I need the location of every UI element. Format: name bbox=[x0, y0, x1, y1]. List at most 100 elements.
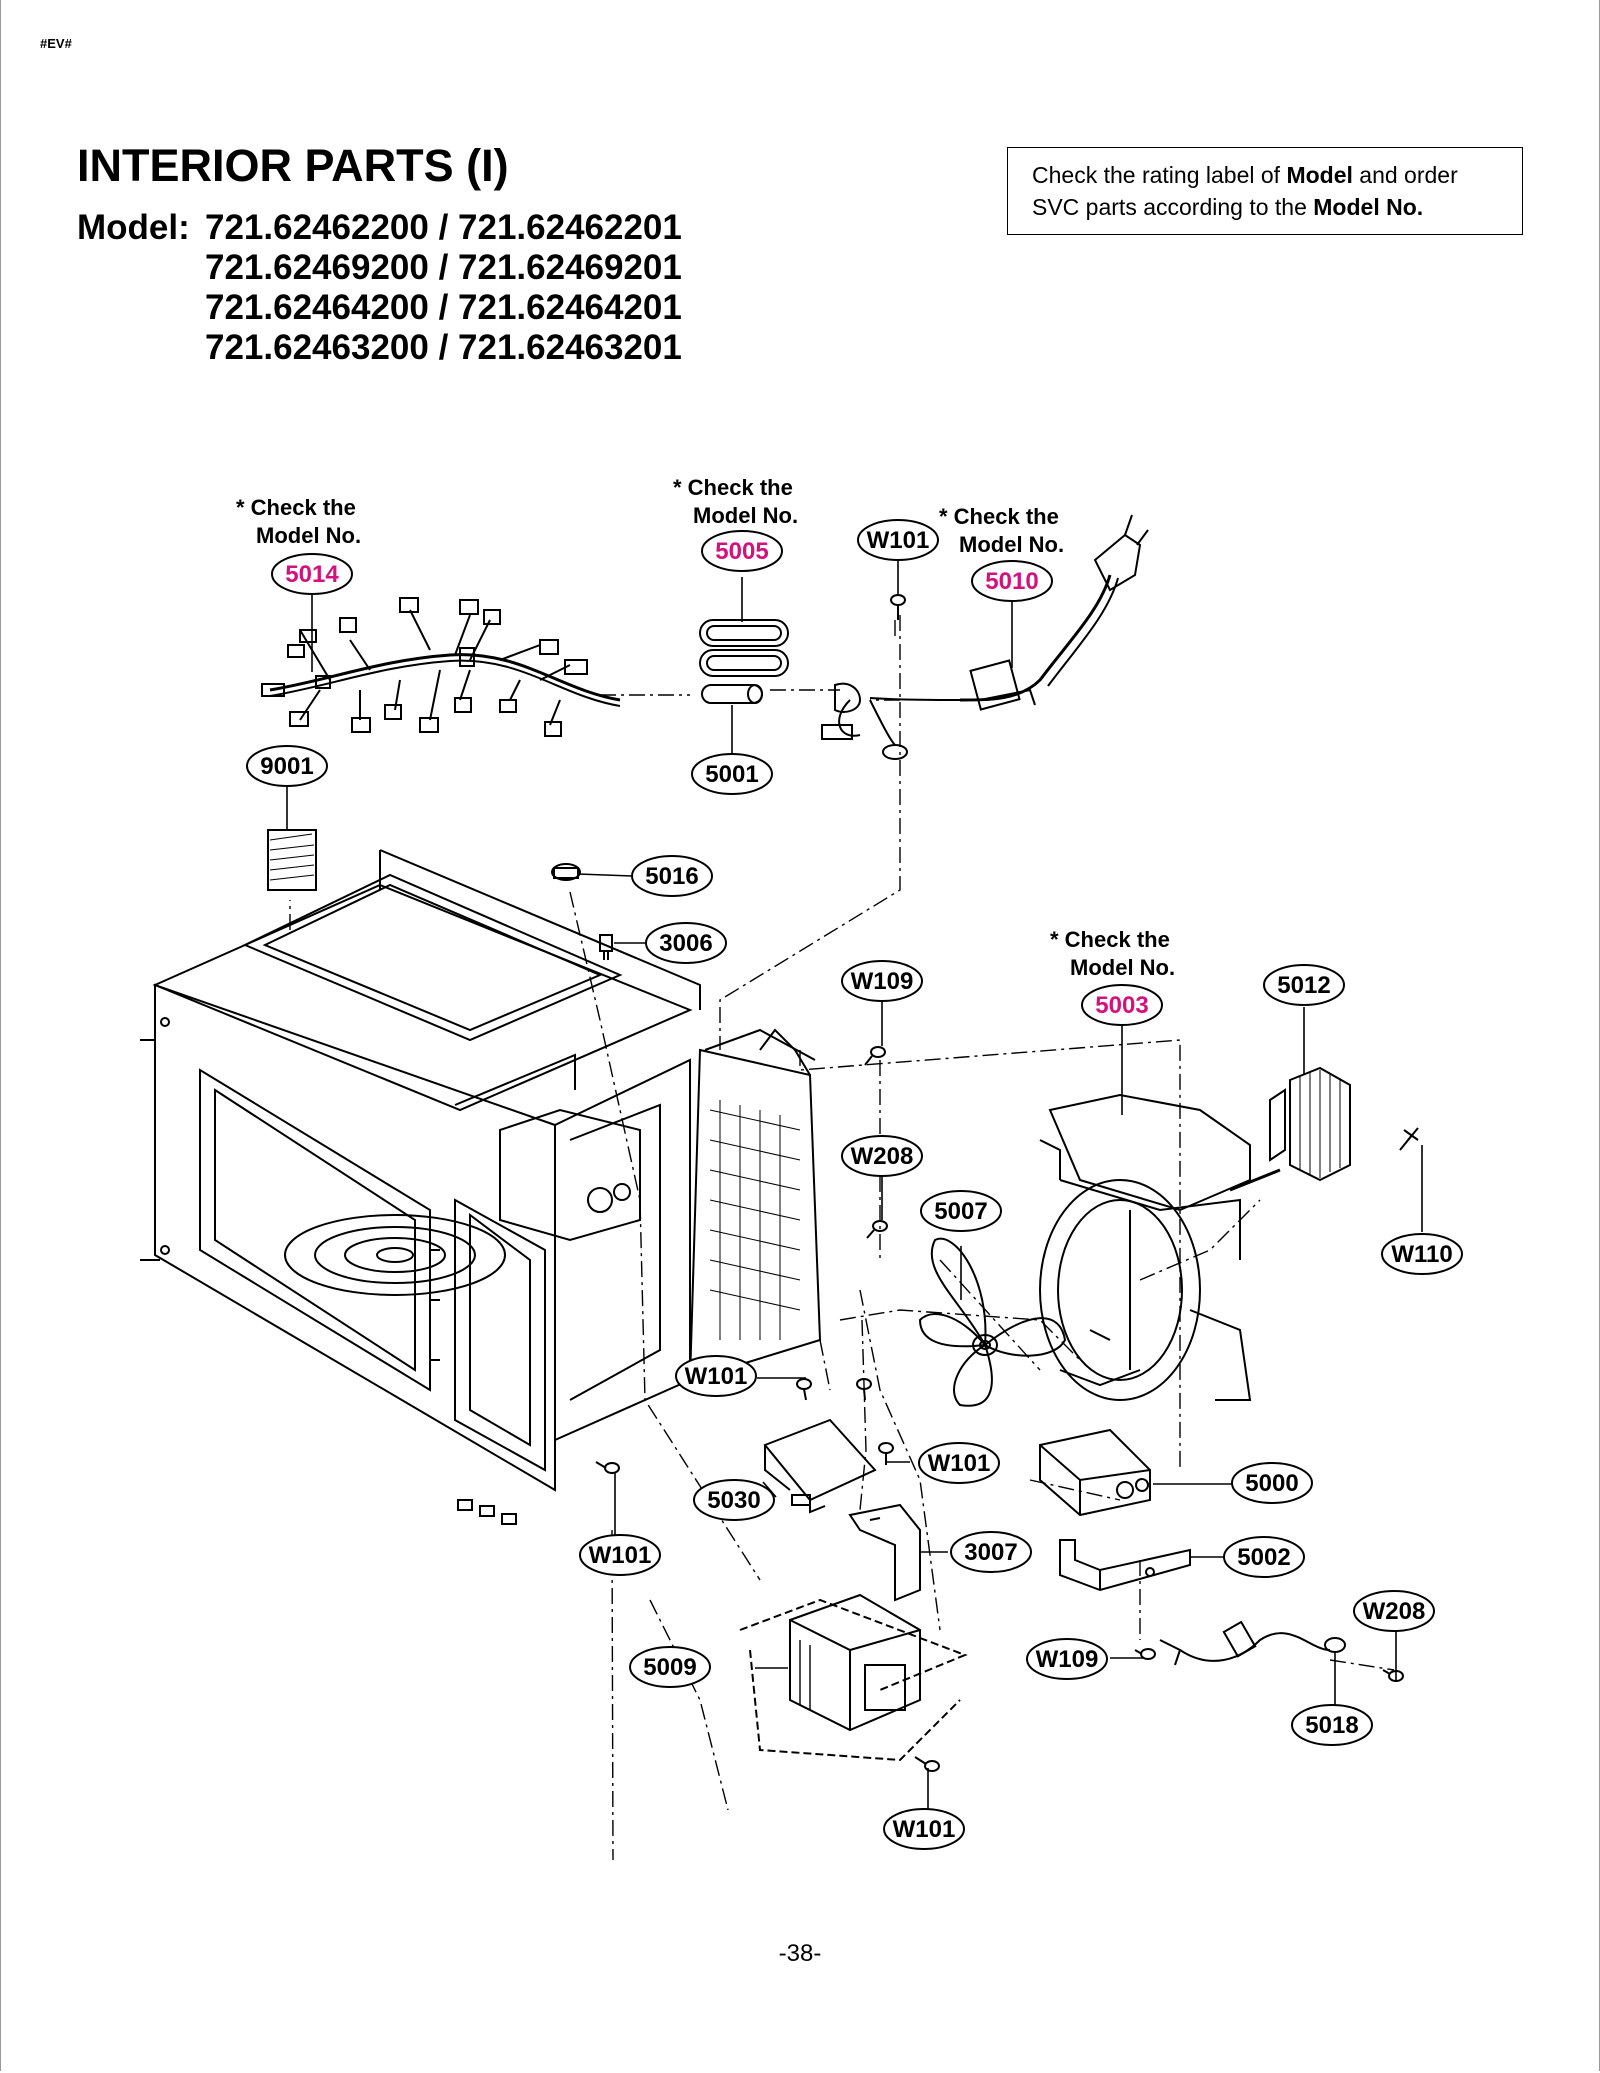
callout-5014: 5014 bbox=[285, 561, 339, 588]
bracket-3007 bbox=[848, 1503, 921, 1602]
callout-w109-a: W109 bbox=[851, 968, 914, 995]
model-line-3: 721.62464200 / 721.62464201 bbox=[205, 288, 682, 327]
note-text-1: Check the rating label of bbox=[1032, 162, 1287, 188]
screw-w109-b bbox=[1134, 1648, 1156, 1660]
screws bbox=[595, 594, 1404, 1772]
check-note-5003-line2: Model No. bbox=[1070, 955, 1175, 980]
check-note-5014-line2: Model No. bbox=[256, 523, 361, 548]
screw-w101-a1 bbox=[796, 1378, 812, 1401]
capacitor-bracket-5002 bbox=[1059, 1539, 1191, 1592]
callout-oval-3006 bbox=[645, 922, 727, 964]
callout-w101-d: W101 bbox=[893, 1816, 956, 1843]
callout-w101-b: W101 bbox=[928, 1450, 991, 1477]
note-text-2: and order bbox=[1352, 162, 1458, 188]
callout-oval-w208-a bbox=[841, 1135, 923, 1177]
vent-panel bbox=[688, 1028, 822, 1382]
screw-w101-d bbox=[914, 1756, 940, 1772]
magnetron-5009 bbox=[739, 1593, 968, 1762]
callout-oval-5010 bbox=[971, 560, 1053, 602]
callout-oval-5005 bbox=[701, 530, 783, 572]
check-model-note-5014: * Check the Model No. bbox=[236, 495, 361, 548]
screw-w101-a2 bbox=[856, 1378, 872, 1401]
callout-5016: 5016 bbox=[645, 863, 698, 890]
leader-lines bbox=[286, 557, 1423, 1812]
callout-5002: 5002 bbox=[1237, 1544, 1290, 1571]
callout-w101-a: W101 bbox=[685, 1363, 748, 1390]
callout-5012: 5012 bbox=[1277, 972, 1330, 999]
callout-5005: 5005 bbox=[715, 538, 768, 565]
filter-9001 bbox=[267, 829, 317, 891]
callout-oval-w101-a bbox=[675, 1355, 757, 1397]
callout-5001: 5001 bbox=[705, 761, 758, 788]
fuse-clip-5005 bbox=[699, 619, 789, 677]
callout-labels: 5014 5005 W101 5010 9001 5001 5016 3006 … bbox=[260, 527, 1452, 1843]
wire-harness-5014 bbox=[261, 597, 621, 737]
check-model-note-5010: * Check the Model No. bbox=[939, 504, 1064, 557]
check-note-5005-line1: * Check the bbox=[673, 475, 793, 500]
callout-3007: 3007 bbox=[964, 1539, 1017, 1566]
check-note-5010-line2: Model No. bbox=[959, 532, 1064, 557]
model-label: Model: bbox=[77, 208, 190, 247]
screw-w101-c bbox=[595, 1461, 620, 1474]
air-guide-5003 bbox=[1039, 1093, 1252, 1401]
sensor-harness-5018 bbox=[1159, 1620, 1346, 1666]
callout-w208-b: W208 bbox=[1363, 1598, 1426, 1625]
callout-oval-w101-top bbox=[857, 519, 939, 561]
callout-oval-5000 bbox=[1231, 1462, 1313, 1504]
model-line-2: 721.62469200 / 721.62469201 bbox=[205, 248, 682, 287]
check-note-5010-line1: * Check the bbox=[939, 504, 1059, 529]
fan-motor-5012 bbox=[1229, 1066, 1351, 1192]
fan-blade-5007 bbox=[918, 1237, 1067, 1407]
screw-w101-top bbox=[890, 594, 906, 620]
callout-3006: 3006 bbox=[659, 930, 712, 957]
page-title: INTERIOR PARTS (I) bbox=[77, 140, 509, 191]
callout-oval-5009 bbox=[629, 1646, 711, 1688]
screw-w110 bbox=[1399, 1127, 1419, 1151]
callout-oval-9001 bbox=[246, 745, 328, 787]
callout-5010: 5010 bbox=[985, 568, 1038, 595]
callout-9001: 9001 bbox=[260, 753, 313, 780]
note-bold-model-no: Model No. bbox=[1313, 194, 1424, 220]
callout-oval-w110 bbox=[1381, 1233, 1463, 1275]
callout-oval-5018 bbox=[1291, 1704, 1373, 1746]
callout-5007: 5007 bbox=[934, 1198, 987, 1225]
callout-oval-5007 bbox=[920, 1190, 1002, 1232]
check-note-5005-line2: Model No. bbox=[693, 503, 798, 528]
callout-oval-5003 bbox=[1081, 984, 1163, 1026]
callout-w101-c: W101 bbox=[589, 1542, 652, 1569]
callout-w208-a: W208 bbox=[851, 1143, 914, 1170]
check-model-note-5003: * Check the Model No. bbox=[1050, 927, 1175, 980]
check-note-5003-line1: * Check the bbox=[1050, 927, 1170, 952]
callout-oval-w101-b bbox=[918, 1442, 1000, 1484]
callout-oval-5012 bbox=[1263, 964, 1345, 1006]
screw-w208-b bbox=[1382, 1669, 1404, 1682]
rating-label-note: Check the rating label of Model and orde… bbox=[1007, 147, 1523, 235]
callout-w109-b: W109 bbox=[1036, 1646, 1099, 1673]
callout-5000: 5000 bbox=[1245, 1470, 1298, 1497]
check-model-note-5005: * Check the Model No. bbox=[673, 475, 798, 528]
callout-oval-5014 bbox=[271, 553, 353, 595]
callout-oval-5016 bbox=[631, 855, 713, 897]
page-number: -38- bbox=[778, 1940, 822, 1967]
thermostat-5016 bbox=[551, 863, 581, 881]
callout-oval-w101-c bbox=[579, 1534, 661, 1576]
model-list: Model: 721.62462200 / 721.62462201 721.62… bbox=[77, 208, 682, 368]
callout-5003: 5003 bbox=[1095, 992, 1148, 1019]
callout-oval-w208-b bbox=[1353, 1590, 1435, 1632]
callout-w101-top: W101 bbox=[867, 527, 930, 554]
note-text-3: SVC parts according to the bbox=[1032, 194, 1314, 220]
screw-w101-b bbox=[878, 1442, 894, 1465]
callout-oval-w109-a bbox=[841, 960, 923, 1002]
callout-w110: W110 bbox=[1391, 1241, 1452, 1268]
callout-oval-3007 bbox=[950, 1531, 1032, 1573]
fuse-5001 bbox=[701, 684, 763, 704]
callout-5030: 5030 bbox=[707, 1487, 760, 1514]
callout-oval-w101-d bbox=[883, 1808, 965, 1850]
check-note-5014-line1: * Check the bbox=[236, 495, 356, 520]
callout-oval-w109-b bbox=[1026, 1638, 1108, 1680]
capacitor-5000 bbox=[1039, 1428, 1151, 1517]
model-line-1: 721.62462200 / 721.62462201 bbox=[205, 208, 682, 247]
note-bold-model: Model bbox=[1286, 162, 1353, 188]
model-line-4: 721.62463200 / 721.62463201 bbox=[205, 328, 682, 367]
